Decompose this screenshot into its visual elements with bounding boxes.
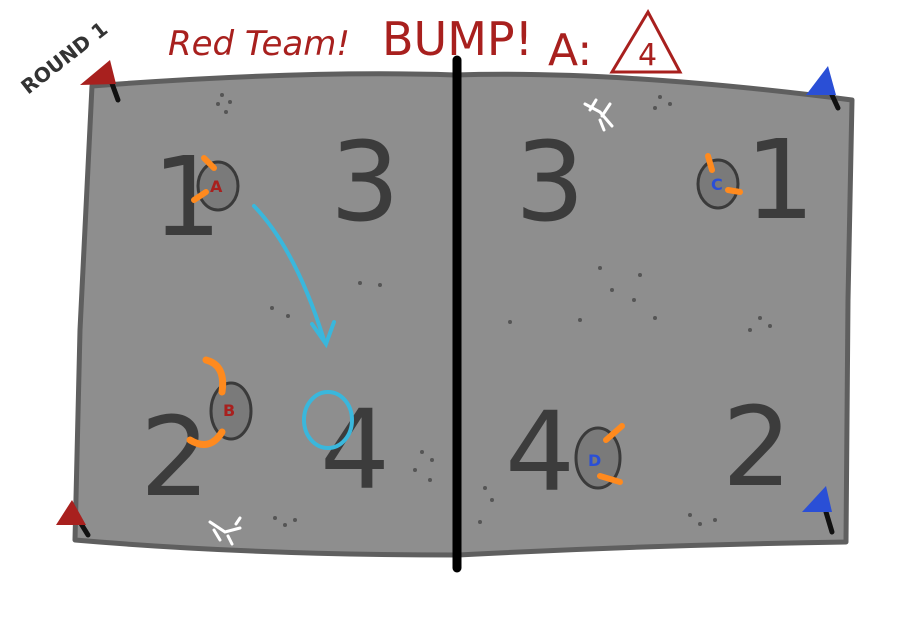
zone-number: 3 <box>330 118 400 246</box>
player-c[interactable]: C <box>696 153 743 210</box>
flag-icon <box>802 486 835 535</box>
zone-number: 2 <box>140 393 210 521</box>
flag-icon <box>80 60 121 103</box>
player-d[interactable]: D <box>574 423 625 490</box>
attack-triangle-icon <box>609 8 683 74</box>
court <box>72 71 855 558</box>
crab-icon <box>583 98 614 132</box>
zone-number: 3 <box>515 118 585 246</box>
team-label: Red Team! <box>168 24 350 64</box>
player-label: B <box>223 401 235 420</box>
move-arrow-icon <box>252 204 336 349</box>
zone-number: 2 <box>722 383 792 511</box>
player-a[interactable]: A <box>191 155 240 212</box>
attack-value: 4 <box>638 38 657 73</box>
flag-icon <box>56 500 91 538</box>
flag-icon <box>806 66 841 111</box>
crab-icon <box>208 516 242 546</box>
court-texture <box>216 93 772 527</box>
player-label: D <box>588 451 601 470</box>
player-label: C <box>711 175 723 194</box>
player-label: A <box>210 177 223 196</box>
action-label: BUMP! <box>382 12 533 66</box>
attack-prefix: A: <box>548 25 592 76</box>
zone-number: 4 <box>320 386 390 514</box>
zone-number: 4 <box>505 388 575 516</box>
zone-number: 1 <box>745 116 815 244</box>
ball-target-icon[interactable] <box>302 390 354 450</box>
player-b[interactable]: B <box>186 356 253 448</box>
